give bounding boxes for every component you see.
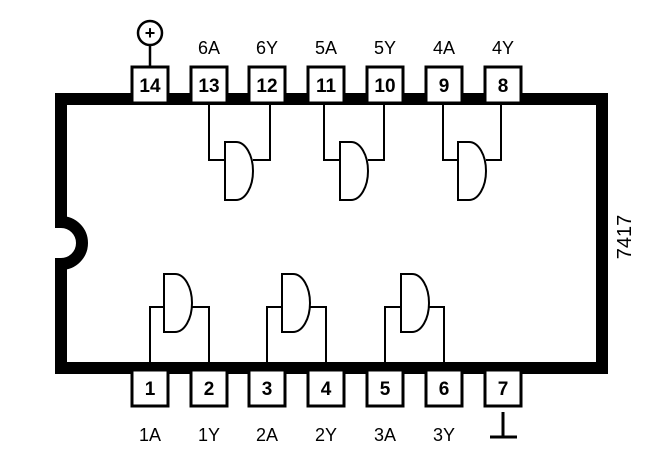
pin-box-14 <box>130 65 170 105</box>
pin-number-13: 13 <box>198 76 219 97</box>
gate-2 <box>266 273 327 362</box>
pin-number-2: 2 <box>204 379 215 400</box>
pin-box-2 <box>189 368 229 408</box>
pin-box-10 <box>365 65 405 105</box>
gate-3 <box>384 273 445 362</box>
gate-5 <box>323 105 385 201</box>
pin-number-10: 10 <box>374 76 395 97</box>
pin-box-9 <box>424 65 464 105</box>
gate-1 <box>149 273 210 362</box>
pin-number-12: 12 <box>256 76 277 97</box>
pin-box-8 <box>483 65 523 105</box>
gate-6 <box>208 105 271 201</box>
orientation-notch <box>60 219 85 267</box>
power-symbol: + <box>145 23 156 43</box>
pin-label-5Y: 5Y <box>374 38 396 58</box>
pin-number-7: 7 <box>498 379 509 400</box>
pin-label-2Y: 2Y <box>315 425 337 445</box>
pin-number-14: 14 <box>139 76 161 97</box>
pin-box-5 <box>365 368 405 408</box>
pin-box-3 <box>247 368 287 408</box>
pin-box-6 <box>424 368 464 408</box>
pin-box-13 <box>189 65 229 105</box>
pin-box-4 <box>306 368 346 408</box>
top-pin-row: 14 13 6A 12 6Y 11 5A 10 5Y 9 4A 8 4Y <box>130 38 523 105</box>
pin-number-1: 1 <box>145 379 156 400</box>
pin-label-3Y: 3Y <box>433 425 455 445</box>
pin-label-4A: 4A <box>433 38 455 58</box>
pin-label-1Y: 1Y <box>198 425 220 445</box>
pin-label-4Y: 4Y <box>492 38 514 58</box>
gate-4 <box>442 105 502 201</box>
pin-number-6: 6 <box>439 379 450 400</box>
ground-icon <box>490 412 517 439</box>
pin-number-4: 4 <box>321 379 332 400</box>
pin-number-9: 9 <box>439 76 450 97</box>
pin-label-6Y: 6Y <box>256 38 278 58</box>
pin-box-7 <box>483 368 523 408</box>
pin-label-1A: 1A <box>139 425 161 445</box>
chip-body <box>55 93 608 374</box>
pin-label-3A: 3A <box>374 425 396 445</box>
pin-number-3: 3 <box>262 379 273 400</box>
pin-box-11 <box>306 65 346 105</box>
pin-number-11: 11 <box>316 76 337 97</box>
part-number-label: 7417 <box>614 215 636 260</box>
pin-box-1 <box>130 368 170 408</box>
pin-label-2A: 2A <box>256 425 278 445</box>
pin-number-5: 5 <box>380 379 391 400</box>
pin-label-6A: 6A <box>198 38 220 58</box>
pin-label-5A: 5A <box>315 38 337 58</box>
pin-number-8: 8 <box>498 76 509 97</box>
bottom-pin-row: 1 1A 2 1Y 3 2A 4 2Y 5 3A 6 3Y 7 <box>130 368 523 445</box>
vcc-plus-icon: + <box>136 19 164 66</box>
pin-box-12 <box>247 65 287 105</box>
